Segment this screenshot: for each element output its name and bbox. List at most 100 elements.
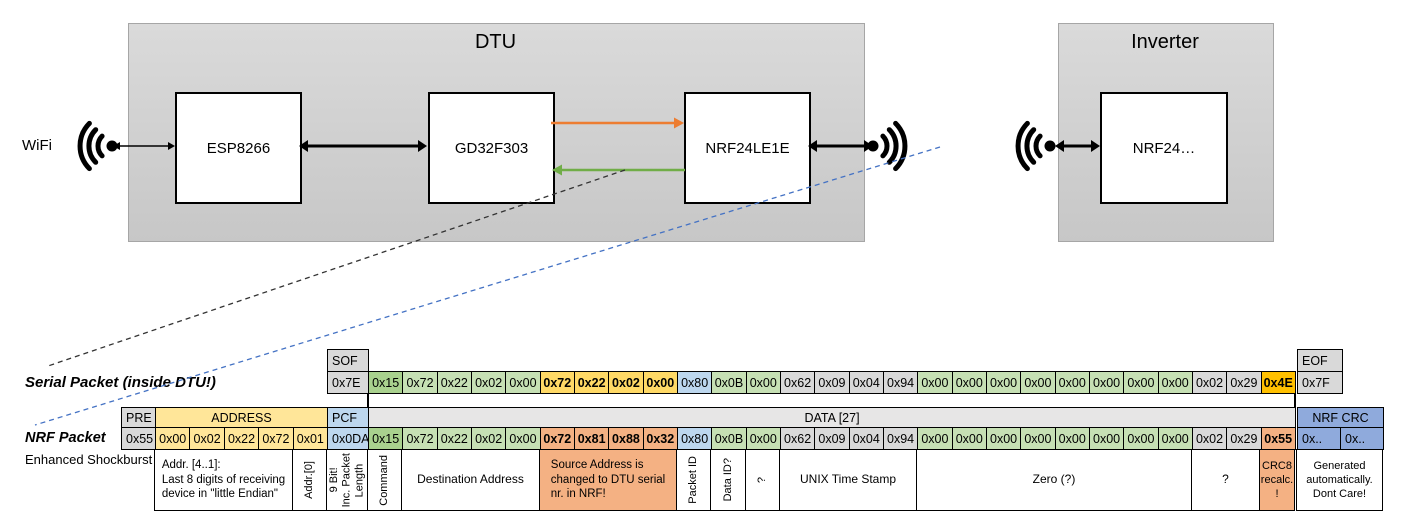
annotation-packet-id: Packet ID <box>676 449 711 511</box>
pre-header: PRE <box>121 407 156 428</box>
nrf-byte-cell: 0x72 <box>539 427 575 450</box>
serial-byte-cell: 0x00 <box>985 371 1022 394</box>
serial-byte-cell: 0x22 <box>573 371 610 394</box>
nrf-byte-cell: 0x00 <box>1123 427 1159 450</box>
annotation-unix-timestamp: UNIX Time Stamp <box>779 449 917 511</box>
serial-byte-cell: 0x04 <box>848 371 884 394</box>
nrf-byte-cell: 0x22 <box>436 427 472 450</box>
serial-byte-cell: 0x0B <box>711 371 747 394</box>
crc-byte-cell: 0x.. <box>1297 427 1341 450</box>
annotation-generated: Generated automatically. Dont Care! <box>1296 449 1383 511</box>
nrf-byte-cell: 0x00 <box>985 427 1022 450</box>
nrf-byte-cell: 0x02 <box>470 427 507 450</box>
nrf-crc-value-row: 0x..0x.. <box>1297 427 1384 450</box>
serial-byte-cell: 0x09 <box>814 371 850 394</box>
enhanced-shockburst-label: Enhanced Shockburst <box>25 452 153 467</box>
pcf-value: 0x0DA <box>327 427 370 450</box>
nrf-byte-cell: 0x00 <box>951 427 987 450</box>
address-byte-cell: 0x72 <box>258 427 294 450</box>
esp8266-box: ESP8266 <box>175 92 302 204</box>
inverter-title: Inverter <box>1131 31 1199 53</box>
serial-byte-cell: 0x4E <box>1260 371 1296 394</box>
nrf-crc-header: NRF CRC <box>1297 407 1384 428</box>
nrf-byte-cell: 0x81 <box>573 427 610 450</box>
serial-packet-label: Serial Packet (inside DTU!) <box>25 374 216 391</box>
serial-byte-cell: 0x72 <box>539 371 575 394</box>
gd32f303-box: GD32F303 <box>428 92 555 204</box>
serial-byte-cell: 0x00 <box>505 371 541 394</box>
serial-byte-cell: 0x94 <box>882 371 919 394</box>
nrf-byte-cell: 0x15 <box>368 427 404 450</box>
serial-byte-cell: 0x00 <box>1088 371 1125 394</box>
nrf-byte-cell: 0x88 <box>608 427 644 450</box>
address-byte-cell: 0x02 <box>189 427 225 450</box>
serial-byte-cell: 0x62 <box>779 371 816 394</box>
dtu-title: DTU <box>474 31 517 53</box>
nrf-packet-label: NRF Packet <box>25 430 106 446</box>
nrf-byte-cell: 0x00 <box>1088 427 1125 450</box>
nrf24le1e-box: NRF24LE1E <box>684 92 811 204</box>
annotation-addr0: Addr.[0] <box>292 449 327 511</box>
eof-value: 0x7F <box>1297 371 1343 394</box>
nrf-byte-cell: 0x55 <box>1260 427 1296 450</box>
sof-value: 0x7E <box>327 371 369 394</box>
nrf-byte-cell: 0x00 <box>745 427 781 450</box>
serial-byte-cell: 0x00 <box>642 371 678 394</box>
wifi-icon <box>1015 120 1056 172</box>
annotation-command: Command <box>367 449 402 511</box>
serial-byte-cell: 0x00 <box>1054 371 1090 394</box>
crc-byte-cell: 0x.. <box>1340 427 1384 450</box>
serial-byte-cell: 0x00 <box>1020 371 1056 394</box>
annotation-question-2: ? <box>1191 449 1260 511</box>
wifi-label: WiFi <box>22 137 52 154</box>
address-byte-cell: 0x01 <box>292 427 329 450</box>
nrf-byte-cell: 0x72 <box>402 427 438 450</box>
nrf-byte-cell: 0x62 <box>779 427 816 450</box>
serial-byte-cell: 0x29 <box>1226 371 1262 394</box>
annotation-data-id: Data ID? <box>710 449 746 511</box>
nrf-byte-cell: 0x00 <box>1157 427 1193 450</box>
gd32-nrf-orange-arrow <box>551 117 684 129</box>
annotation-address: Addr. [4..1]: Last 8 digits of receiving… <box>154 449 293 511</box>
eof-header: EOF <box>1297 349 1343 372</box>
serial-byte-cell: 0x00 <box>1123 371 1159 394</box>
nrf-byte-cell: 0x00 <box>917 427 953 450</box>
annotation-question-1: ? <box>745 449 780 511</box>
nrf-byte-cell: 0x00 <box>505 427 541 450</box>
address-byte-cell: 0x00 <box>155 427 191 450</box>
annotation-crc8: CRC8 recalc. ! <box>1259 449 1295 511</box>
serial-byte-cell: 0x00 <box>1157 371 1193 394</box>
data-header: DATA [27] <box>368 407 1296 428</box>
serial-byte-cell: 0x02 <box>470 371 507 394</box>
gd32f303-label: GD32F303 <box>454 139 529 157</box>
annotation-zero: Zero (?) <box>916 449 1192 511</box>
nrf-byte-cell: 0x29 <box>1226 427 1262 450</box>
annotation-destination: Destination Address <box>401 449 540 511</box>
nrf-byte-cell: 0x00 <box>1054 427 1090 450</box>
nrf-byte-cell: 0x94 <box>882 427 919 450</box>
nrf-byte-cell: 0x04 <box>848 427 884 450</box>
nrf-gd32-green-arrow <box>552 164 685 176</box>
serial-byte-cell: 0x22 <box>436 371 472 394</box>
nrf24-inverter-label: NRF24… <box>1132 139 1196 157</box>
serial-byte-cell: 0x00 <box>745 371 781 394</box>
nrf-byte-cell: 0x32 <box>642 427 678 450</box>
serial-byte-cell: 0x00 <box>951 371 987 394</box>
wifi-nrf24-arrow <box>1055 140 1100 152</box>
nrf24-inverter-box: NRF24… <box>1100 92 1228 204</box>
pcf-header: PCF <box>327 407 369 428</box>
serial-byte-cell: 0x02 <box>608 371 644 394</box>
nrf-byte-cell: 0x02 <box>1191 427 1228 450</box>
esp8266-label: ESP8266 <box>206 139 271 157</box>
serial-byte-cell: 0x80 <box>676 371 713 394</box>
sof-header: SOF <box>327 349 369 372</box>
pre-value: 0x55 <box>121 427 156 450</box>
serial-byte-cell: 0x15 <box>368 371 404 394</box>
wifi-esp-arrow <box>113 142 175 150</box>
annotation-pcf: 9 Bit! Inc. Packet Length <box>326 449 368 511</box>
nrf24le1e-label: NRF24LE1E <box>705 139 790 157</box>
nrf-byte-cell: 0x80 <box>676 427 713 450</box>
